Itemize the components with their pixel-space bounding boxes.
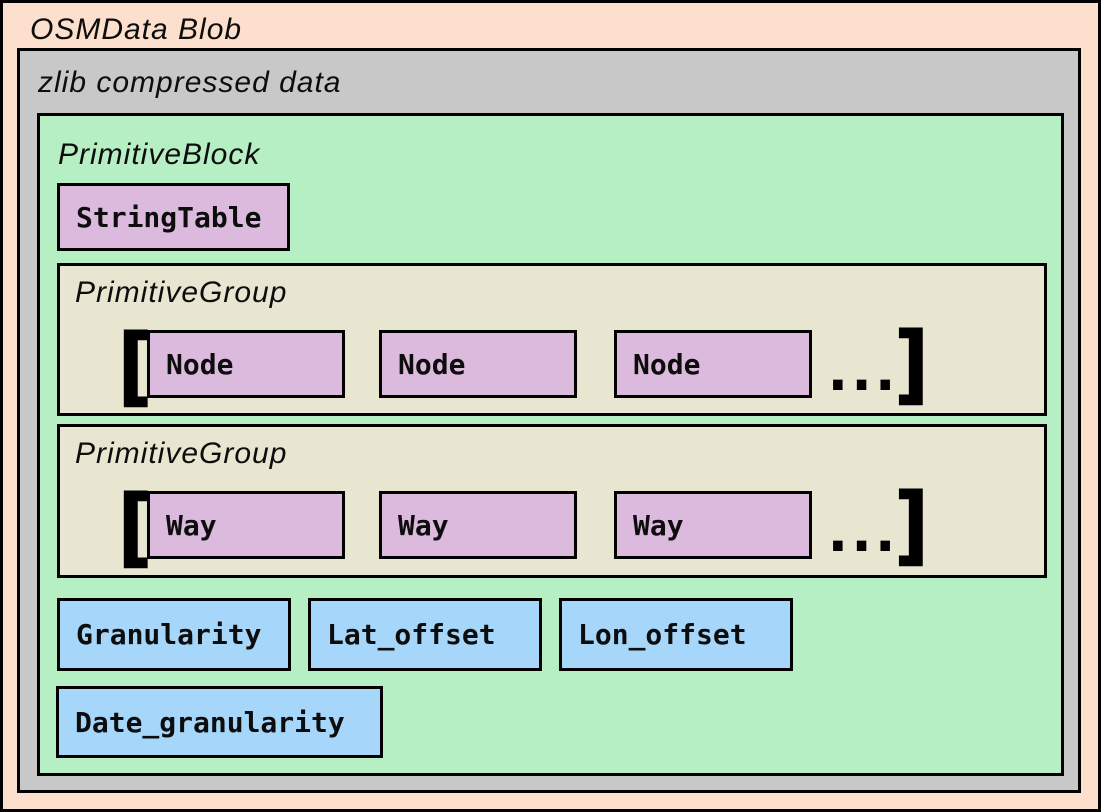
- lon-offset-field-box: Lon_offset: [559, 598, 793, 671]
- primitive-group-ways-box: PrimitiveGroup [ Way Way Way ... ]: [57, 424, 1047, 578]
- primitive-group-label: PrimitiveGroup: [75, 437, 288, 470]
- close-bracket: ]: [887, 476, 941, 574]
- primitive-block-label: PrimitiveBlock: [58, 138, 261, 171]
- ellipsis: ...: [823, 507, 900, 561]
- way-box: Way: [147, 491, 345, 559]
- node-box: Node: [614, 330, 812, 398]
- granularity-field-box: Granularity: [57, 598, 291, 671]
- osmdata-blob-label: OSMData Blob: [30, 13, 243, 46]
- way-box: Way: [379, 491, 577, 559]
- close-bracket: ]: [887, 315, 941, 413]
- primitive-group-nodes-box: PrimitiveGroup [ Node Node Node ... ]: [57, 263, 1047, 416]
- zlib-compressed-data-box: zlib compressed data PrimitiveBlock Stri…: [17, 48, 1081, 793]
- way-box: Way: [614, 491, 812, 559]
- primitive-block-box: PrimitiveBlock StringTable PrimitiveGrou…: [37, 113, 1064, 776]
- node-box: Node: [147, 330, 345, 398]
- ellipsis: ...: [823, 346, 900, 400]
- string-table-box: StringTable: [57, 183, 290, 251]
- date-granularity-field-box: Date_granularity: [56, 686, 383, 758]
- lat-offset-field-box: Lat_offset: [308, 598, 542, 671]
- primitive-group-label: PrimitiveGroup: [75, 276, 288, 309]
- zlib-compressed-data-label: zlib compressed data: [38, 66, 342, 99]
- node-box: Node: [379, 330, 577, 398]
